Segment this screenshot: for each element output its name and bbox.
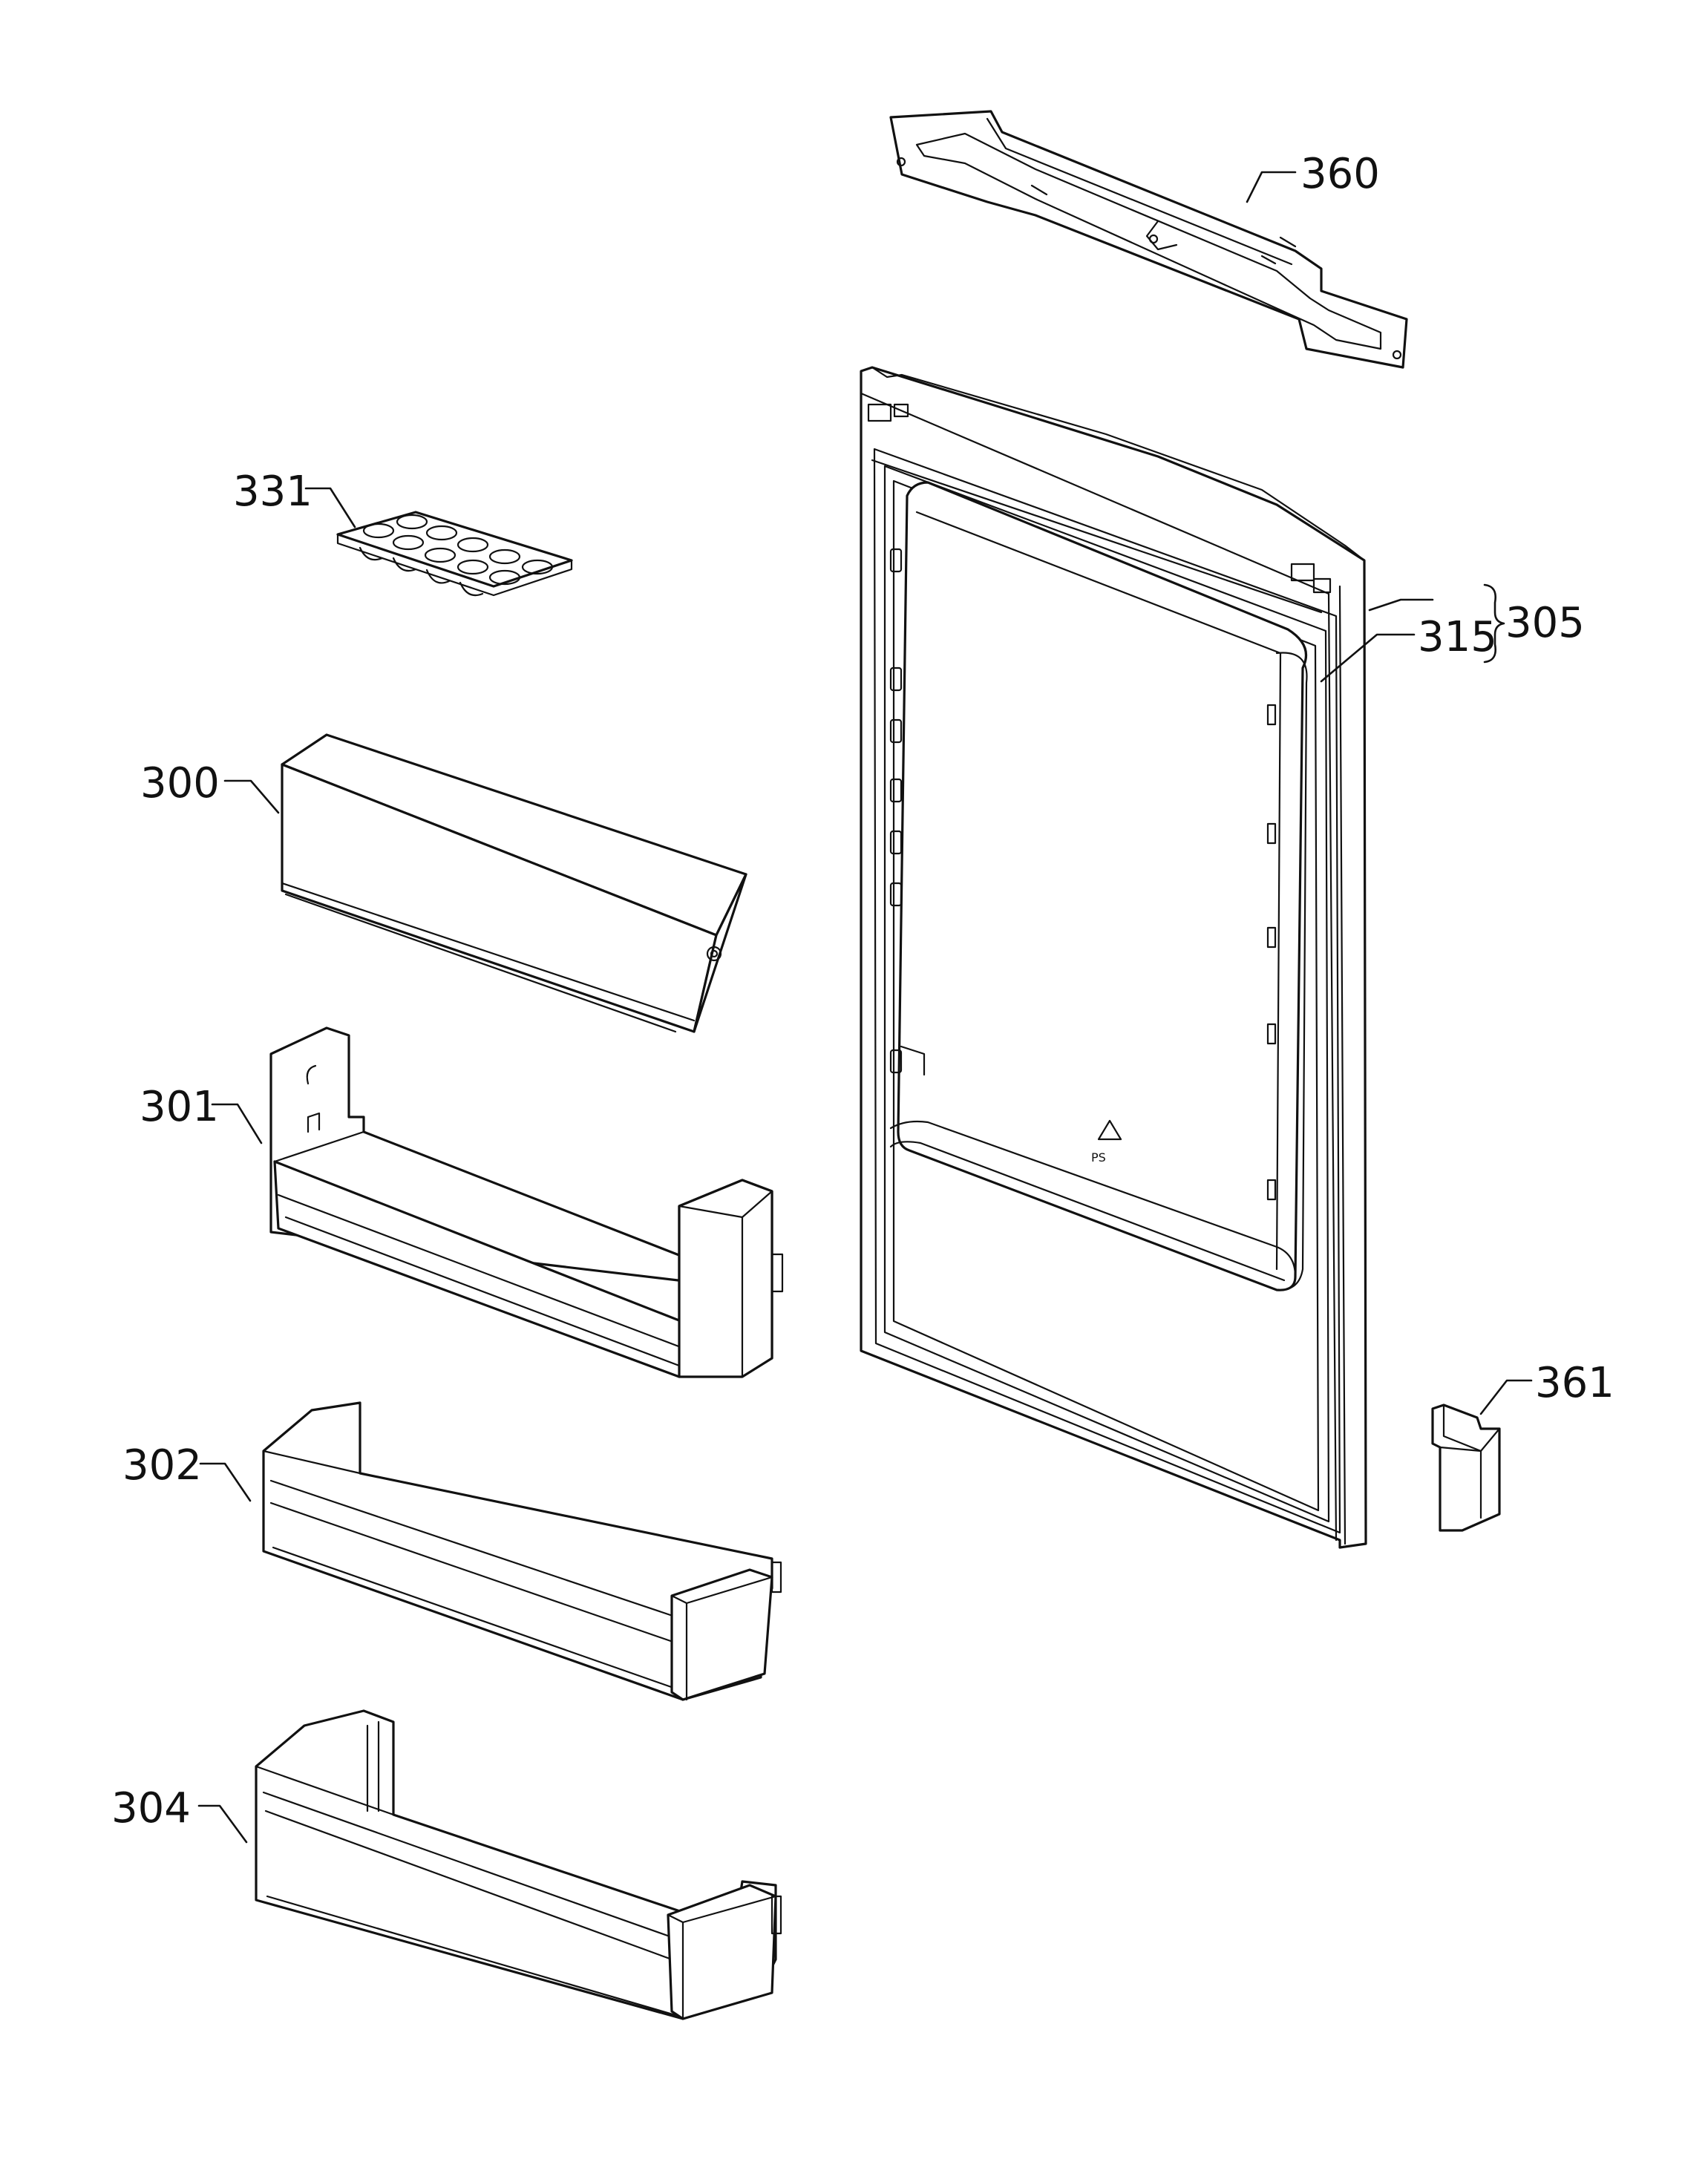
callout-302: 302 [122, 1441, 202, 1490]
door-material-marking: PS [1091, 1150, 1106, 1165]
callout-304: 304 [111, 1784, 191, 1832]
leader-315 [1320, 633, 1416, 683]
callout-360: 360 [1300, 150, 1380, 198]
leader-331 [304, 487, 356, 528]
leader-lines [197, 171, 1533, 1844]
leader-360 [1246, 171, 1297, 203]
callout-305: 305 [1505, 599, 1585, 647]
callout-301: 301 [140, 1083, 219, 1131]
brace-305 [1483, 583, 1505, 664]
part-361-hinge-cover [1431, 1404, 1501, 1532]
part-300-covered-shelf [281, 733, 747, 1033]
leader-301 [211, 1103, 263, 1144]
part-331-egg-tray [336, 511, 573, 597]
part-301-door-shelf [269, 1026, 784, 1378]
callout-300: 300 [140, 759, 220, 808]
part-305-door-assembly: PS [860, 366, 1367, 1549]
callout-labels: 360 331 305 315 300 301 361 302 304 [111, 150, 1614, 1832]
leader-305 [1368, 598, 1434, 612]
leader-361 [1479, 1379, 1533, 1415]
callout-331: 331 [233, 468, 313, 516]
callout-315: 315 [1418, 613, 1497, 661]
part-302-door-bin [262, 1401, 782, 1701]
part-304-tall-door-bin [255, 1709, 782, 2020]
part-360-hinge-bracket [889, 110, 1408, 369]
leader-304 [197, 1804, 248, 1844]
leader-302 [199, 1462, 252, 1502]
callout-361: 361 [1535, 1359, 1614, 1407]
leader-300 [223, 779, 280, 814]
